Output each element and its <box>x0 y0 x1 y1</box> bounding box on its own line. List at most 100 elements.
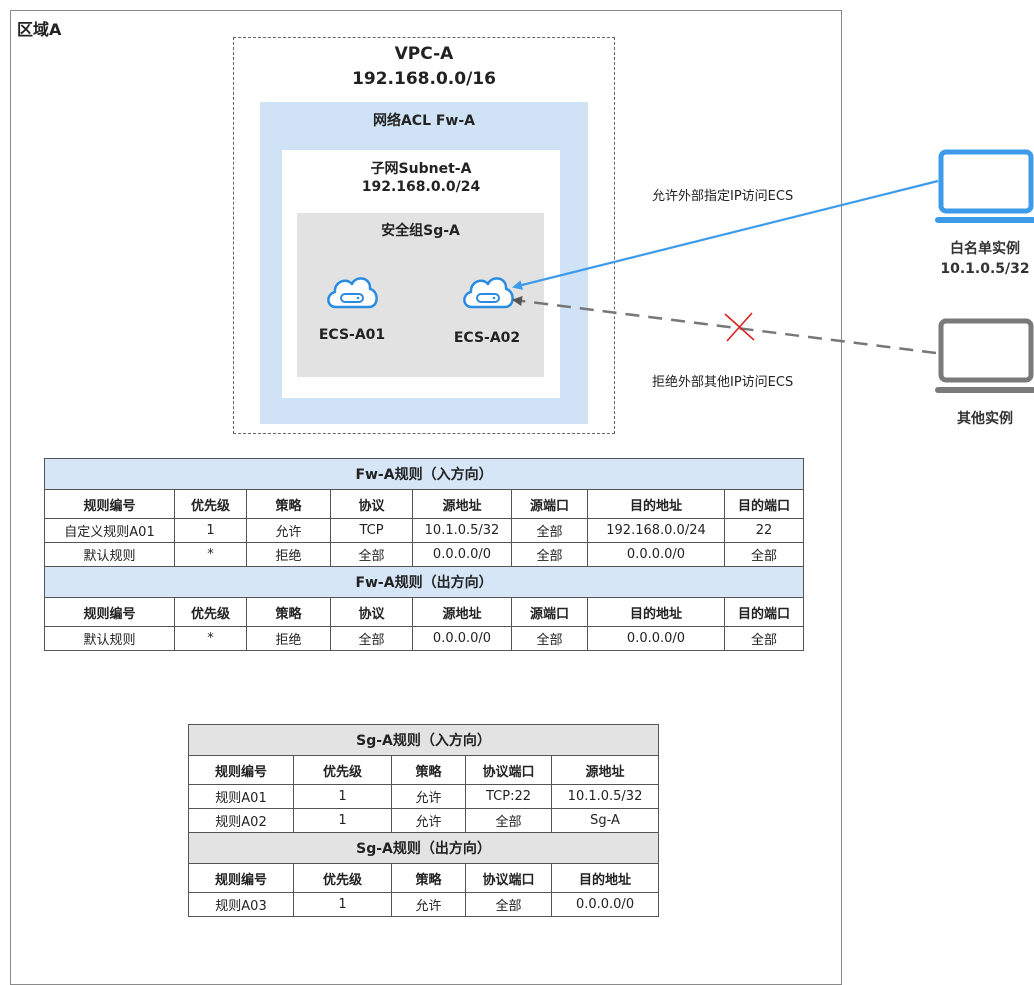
table-header-cell: 规则编号 <box>188 755 294 785</box>
table-cell: 1 <box>293 784 392 809</box>
table-cell: 0.0.0.0/0 <box>412 542 512 567</box>
deny-x-icon <box>724 312 755 342</box>
deny-arrow <box>512 296 937 355</box>
table-header-cell: 策略 <box>246 489 331 519</box>
table-header-cell: 源地址 <box>550 755 660 785</box>
vpc-boundary <box>233 37 615 434</box>
table-cell: 全部 <box>511 626 588 651</box>
fw-rules-table: Fw-A规则（入方向）规则编号优先级策略协议源地址源端口目的地址目的端口自定义规… <box>43 458 805 651</box>
subnet-cidr: 192.168.0.0/24 <box>361 179 481 195</box>
sg-outbound-header-row: 规则编号优先级策略协议端口目的地址 <box>188 863 660 893</box>
table-cell: 1 <box>174 518 247 543</box>
table-header-cell: 目的地址 <box>587 489 725 519</box>
table-cell: 默认规则 <box>44 542 175 567</box>
fw-inbound-header-row: 规则编号优先级策略协议源地址源端口目的地址目的端口 <box>44 489 805 519</box>
ecs-a02-label: ECS-A02 <box>453 330 521 346</box>
table-cell: 默认规则 <box>44 626 175 651</box>
table-header-cell: 规则编号 <box>44 489 175 519</box>
table-cell: 全部 <box>511 518 588 543</box>
table-cell: 192.168.0.0/24 <box>587 518 725 543</box>
fw-outbound-header-row: 规则编号优先级策略协议源地址源端口目的地址目的端口 <box>44 597 805 627</box>
table-header-cell: 目的地址 <box>587 597 725 627</box>
table-cell: 全部 <box>465 892 552 917</box>
table-cell: 1 <box>293 808 392 833</box>
whitelist-instance-ip: 10.1.0.5/32 <box>940 261 1030 277</box>
sg-inbound-header-row: 规则编号优先级策略协议端口源地址 <box>188 755 660 785</box>
deny-arrow-label: 拒绝外部其他IP访问ECS <box>652 375 794 390</box>
security-group-label: 安全组Sg-A <box>381 223 460 239</box>
table-cell: 全部 <box>330 626 413 651</box>
table-cell: 全部 <box>723 626 805 651</box>
table-header-cell: 策略 <box>246 597 331 627</box>
table-header-cell: 目的端口 <box>723 597 805 627</box>
table-cell: 规则A01 <box>188 784 294 809</box>
table-cell: 0.0.0.0/0 <box>550 892 660 917</box>
table-header-cell: 协议端口 <box>465 863 552 893</box>
table-header-cell: 源地址 <box>412 489 512 519</box>
table-cell: 1 <box>293 892 392 917</box>
table-cell: 0.0.0.0/0 <box>587 542 725 567</box>
table-cell: 允许 <box>391 892 466 917</box>
ecs-a01-label: ECS-A01 <box>318 327 386 343</box>
vpc-name: VPC-A <box>394 44 454 64</box>
sg-inbound-title: Sg-A规则（入方向） <box>187 724 660 756</box>
table-cell: 0.0.0.0/0 <box>412 626 512 651</box>
table-cell: 允许 <box>391 784 466 809</box>
whitelist-instance-label: 白名单实例 <box>950 241 1020 257</box>
table-header-cell: 优先级 <box>293 863 392 893</box>
table-header-cell: 规则编号 <box>188 863 294 893</box>
fw-outbound-title: Fw-A规则（出方向） <box>43 566 805 598</box>
table-cell: 10.1.0.5/32 <box>412 518 512 543</box>
table-cell: * <box>174 626 247 651</box>
table-cell: TCP:22 <box>465 784 552 809</box>
sg-outbound-title: Sg-A规则（出方向） <box>187 832 660 864</box>
allow-arrow-label: 允许外部指定IP访问ECS <box>652 189 794 204</box>
table-header-cell: 目的地址 <box>550 863 660 893</box>
table-cell: Sg-A <box>550 808 660 833</box>
table-cell: 10.1.0.5/32 <box>550 784 660 809</box>
table-header-cell: 协议 <box>330 597 413 627</box>
table-header-cell: 优先级 <box>293 755 392 785</box>
table-cell: 全部 <box>511 542 588 567</box>
table-cell: * <box>174 542 247 567</box>
table-cell: TCP <box>330 518 413 543</box>
table-cell: 0.0.0.0/0 <box>587 626 725 651</box>
whitelist-monitor-icon <box>935 149 1034 223</box>
region-label: 区域A <box>17 20 62 39</box>
table-cell: 全部 <box>723 542 805 567</box>
table-header-cell: 源端口 <box>511 597 588 627</box>
table-cell: 规则A03 <box>188 892 294 917</box>
table-header-cell: 源端口 <box>511 489 588 519</box>
table-cell: 拒绝 <box>246 626 331 651</box>
allow-arrow <box>512 179 939 290</box>
fw-inbound-title: Fw-A规则（入方向） <box>43 458 805 490</box>
table-header-cell: 协议 <box>330 489 413 519</box>
table-header-cell: 规则编号 <box>44 597 175 627</box>
vpc-cidr: 192.168.0.0/16 <box>352 69 496 89</box>
table-header-cell: 目的端口 <box>723 489 805 519</box>
table-cell: 全部 <box>465 808 552 833</box>
network-acl-label: 网络ACL Fw-A <box>372 113 476 129</box>
table-header-cell: 源地址 <box>412 597 512 627</box>
other-instance-label: 其他实例 <box>957 411 1013 427</box>
table-header-cell: 优先级 <box>174 597 247 627</box>
table-header-cell: 优先级 <box>174 489 247 519</box>
table-header-cell: 策略 <box>391 755 466 785</box>
other-monitor-icon <box>935 318 1034 393</box>
table-cell: 允许 <box>391 808 466 833</box>
table-cell: 允许 <box>246 518 331 543</box>
table-cell: 规则A02 <box>188 808 294 833</box>
table-cell: 22 <box>723 518 805 543</box>
table-header-cell: 协议端口 <box>465 755 552 785</box>
table-cell: 拒绝 <box>246 542 331 567</box>
table-cell: 全部 <box>330 542 413 567</box>
ecs-a02-cloud-icon <box>463 277 514 309</box>
